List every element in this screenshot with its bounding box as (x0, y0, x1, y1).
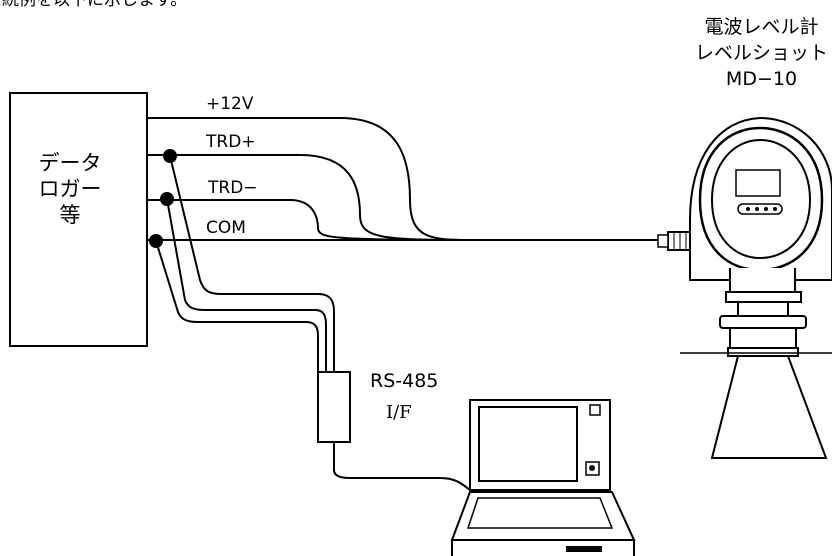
laptop (450, 399, 636, 556)
interface-label-line1: RS-485 (370, 370, 439, 392)
wire-trd-minus (147, 199, 471, 241)
wire-label-com: COM (206, 218, 246, 238)
device-label: 電波レベル計 レベルショット MD−10 (695, 14, 828, 92)
device-cable (147, 117, 676, 241)
device-name: 電波レベル計 (704, 16, 819, 38)
rs485-converter (317, 371, 351, 443)
laptop-screen (478, 406, 578, 482)
data-logger-label-line3: 等 (59, 203, 81, 227)
data-logger-label-line2: ロガー (38, 177, 102, 201)
interface-label-line2: I/F (386, 402, 412, 423)
wire-label-plus12v: +12V (206, 94, 254, 114)
laptop-button-top (589, 404, 601, 416)
pc-cable (333, 442, 471, 491)
radar-level-gauge (657, 116, 832, 459)
wire-label-trd-minus: TRD− (208, 178, 258, 198)
data-logger-label: データ ロガー 等 (24, 150, 116, 228)
gauge-display (735, 169, 781, 197)
caption-partial: 続例を以下に示します。 (2, 0, 188, 10)
wire-label-trd-plus: TRD+ (206, 132, 256, 152)
data-logger-box (9, 92, 148, 347)
data-logger-label-line1: データ (38, 151, 102, 175)
device-model: MD−10 (725, 68, 798, 90)
rs485-cable (155, 155, 335, 372)
device-product: レベルショット (694, 42, 828, 64)
